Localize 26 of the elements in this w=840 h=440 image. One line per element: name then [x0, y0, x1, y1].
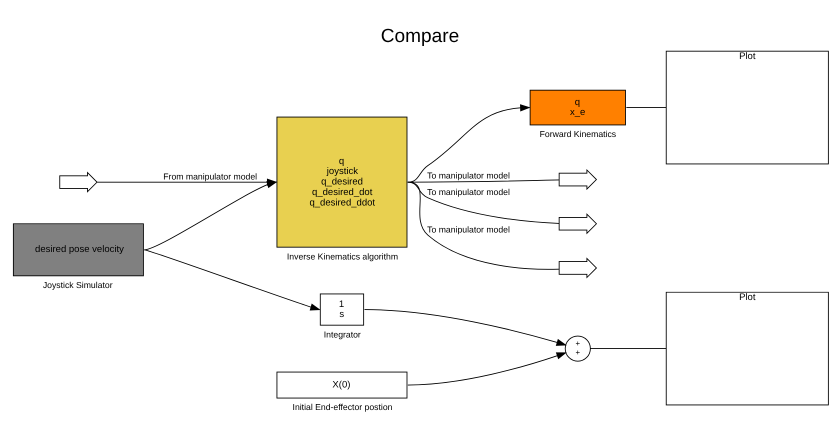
arrow: [364, 308, 567, 346]
node-label: Forward Kinematics: [540, 128, 616, 139]
edge-label: To manipulator model: [427, 186, 510, 197]
node-label: Inverse Kinematics algorithm: [286, 250, 398, 261]
edge-label: To manipulator model: [427, 224, 510, 234]
arrow: [144, 180, 278, 250]
node-arrow: [558, 212, 598, 234]
node-arrow: [59, 171, 98, 192]
diagram-title: Compare: [380, 26, 460, 47]
node-box: Plot: [666, 291, 829, 405]
arrow: [407, 352, 567, 385]
node-label: Joystick Simulator: [42, 279, 113, 290]
node-label: Integrator: [324, 328, 361, 339]
connector: [407, 181, 560, 224]
arrow: [144, 248, 321, 310]
connector: [407, 181, 560, 270]
node-box: Plot: [666, 50, 829, 164]
edge-label: From manipulator model: [163, 171, 258, 182]
node-circle: + +: [564, 335, 591, 362]
node-label: Initial End-effector postion: [292, 402, 392, 412]
connector: [590, 348, 666, 349]
connector: [407, 179, 560, 182]
connector: [626, 106, 666, 108]
node-arrow: [558, 168, 598, 190]
node-arrow: [558, 256, 598, 278]
edge-label: To manipulator model: [427, 170, 510, 180]
